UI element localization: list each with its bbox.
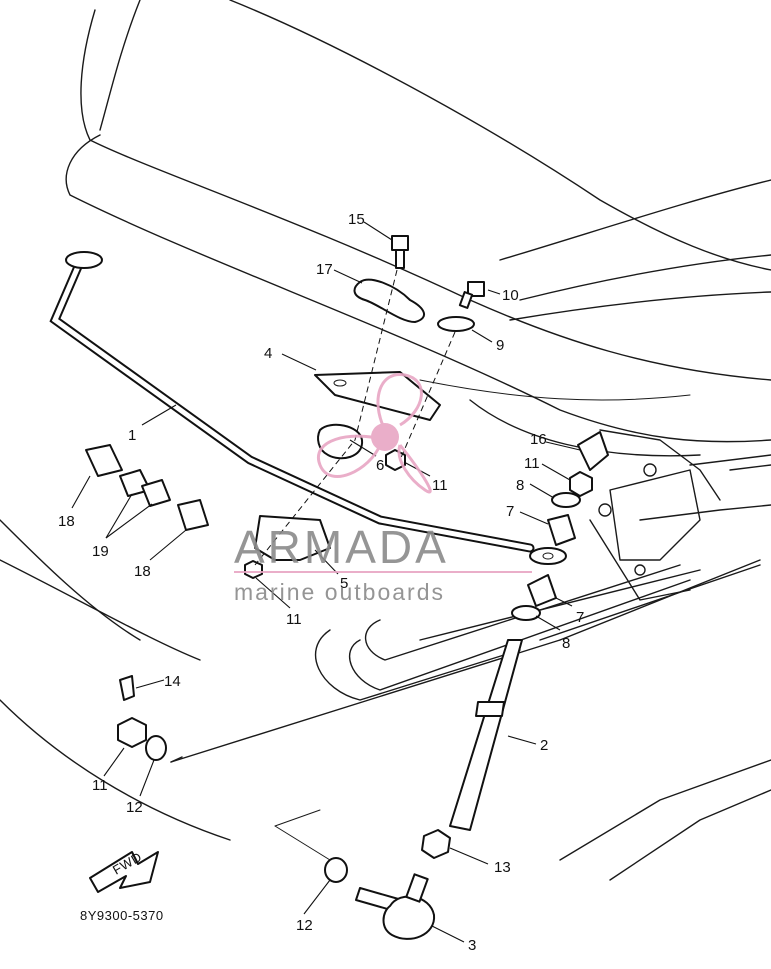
callout-14: 14 xyxy=(164,673,181,690)
callout-11-lower: 11 xyxy=(92,777,108,794)
callout-9: 9 xyxy=(496,337,504,354)
callout-4: 4 xyxy=(264,345,272,362)
callout-12-lower: 12 xyxy=(296,917,313,934)
callout-16: 16 xyxy=(530,431,547,448)
callout-10: 10 xyxy=(502,287,519,304)
callout-17: 17 xyxy=(316,261,333,278)
body-outline xyxy=(0,0,771,881)
callout-11-center: 11 xyxy=(432,477,448,494)
callout-8-lower: 8 xyxy=(562,635,570,652)
callout-18-right: 18 xyxy=(134,563,151,580)
callout-11-right: 11 xyxy=(524,455,540,472)
left-parts xyxy=(85,444,209,761)
callout-15: 15 xyxy=(348,211,365,228)
callout-8-upper: 8 xyxy=(516,477,524,494)
shaft-assembly xyxy=(324,639,523,940)
callout-2: 2 xyxy=(540,737,548,754)
callout-6: 6 xyxy=(376,457,384,474)
callout-7-upper: 7 xyxy=(506,503,514,520)
drawing-code: 8Y9300-5370 xyxy=(80,908,164,923)
callout-18-left: 18 xyxy=(58,513,75,530)
fwd-arrow: FWD xyxy=(89,849,159,893)
armada-watermark: ARMADA marine outboards xyxy=(234,373,532,605)
callout-19: 19 xyxy=(92,543,109,560)
watermark-logo-mark xyxy=(316,373,432,494)
watermark-tagline: marine outboards xyxy=(234,579,445,605)
stabilizer-bar xyxy=(49,251,567,565)
callout-3: 3 xyxy=(468,937,476,954)
callout-labels: 15 17 10 9 4 1 6 11 16 11 8 7 7 8 5 11 1… xyxy=(58,211,584,954)
watermark-logo-dot xyxy=(371,423,399,451)
callout-12-upper: 12 xyxy=(126,799,143,816)
leader-lines xyxy=(71,221,581,943)
callout-11-left: 11 xyxy=(286,611,302,628)
watermark-brand: ARMADA xyxy=(234,521,449,573)
callout-13: 13 xyxy=(494,859,511,876)
callout-5: 5 xyxy=(340,575,348,592)
right-bushings xyxy=(511,431,609,621)
callout-7-lower: 7 xyxy=(576,609,584,626)
callout-1: 1 xyxy=(128,427,136,444)
